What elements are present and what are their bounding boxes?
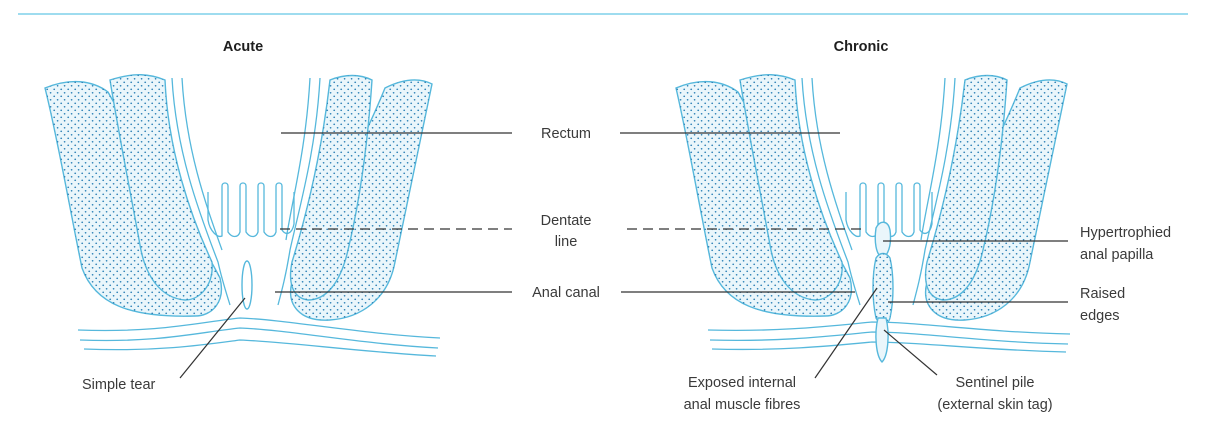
rectum-label: Rectum [541,126,591,142]
anal-canal-label: Anal canal [532,285,600,301]
skin-surface-line [78,318,440,338]
simple-tear [242,261,252,309]
sentinel-pile-label: Sentinel pile [956,375,1035,391]
chronic-title: Chronic [834,39,889,55]
raised-edges-label: Raised [1080,286,1125,302]
skin-surface-line [712,342,1066,352]
chronic-panel [676,75,1070,362]
sentinel-pile [876,318,888,362]
hypertrophied-label-line2: anal papilla [1080,247,1154,263]
dentate-label: Dentate [541,213,592,229]
exposed-fibres-label: Exposed internal [688,375,796,391]
skin-surface-line [80,328,438,348]
dentate-label-line2: line [555,234,578,250]
sentinel-pile-label-line2: (external skin tag) [937,397,1052,413]
simple-tear-label: Simple tear [82,377,156,393]
acute-panel [45,75,440,356]
hypertrophied-label: Hypertrophied [1080,225,1171,241]
raised-edges-label-line2: edges [1080,308,1120,324]
acute-title: Acute [223,39,263,55]
skin-surface-line [84,340,436,356]
exposed-fibres-label-line2: anal muscle fibres [684,397,801,413]
sentinel-pile-pointer [884,330,937,375]
hypertrophied-papilla [875,222,890,258]
